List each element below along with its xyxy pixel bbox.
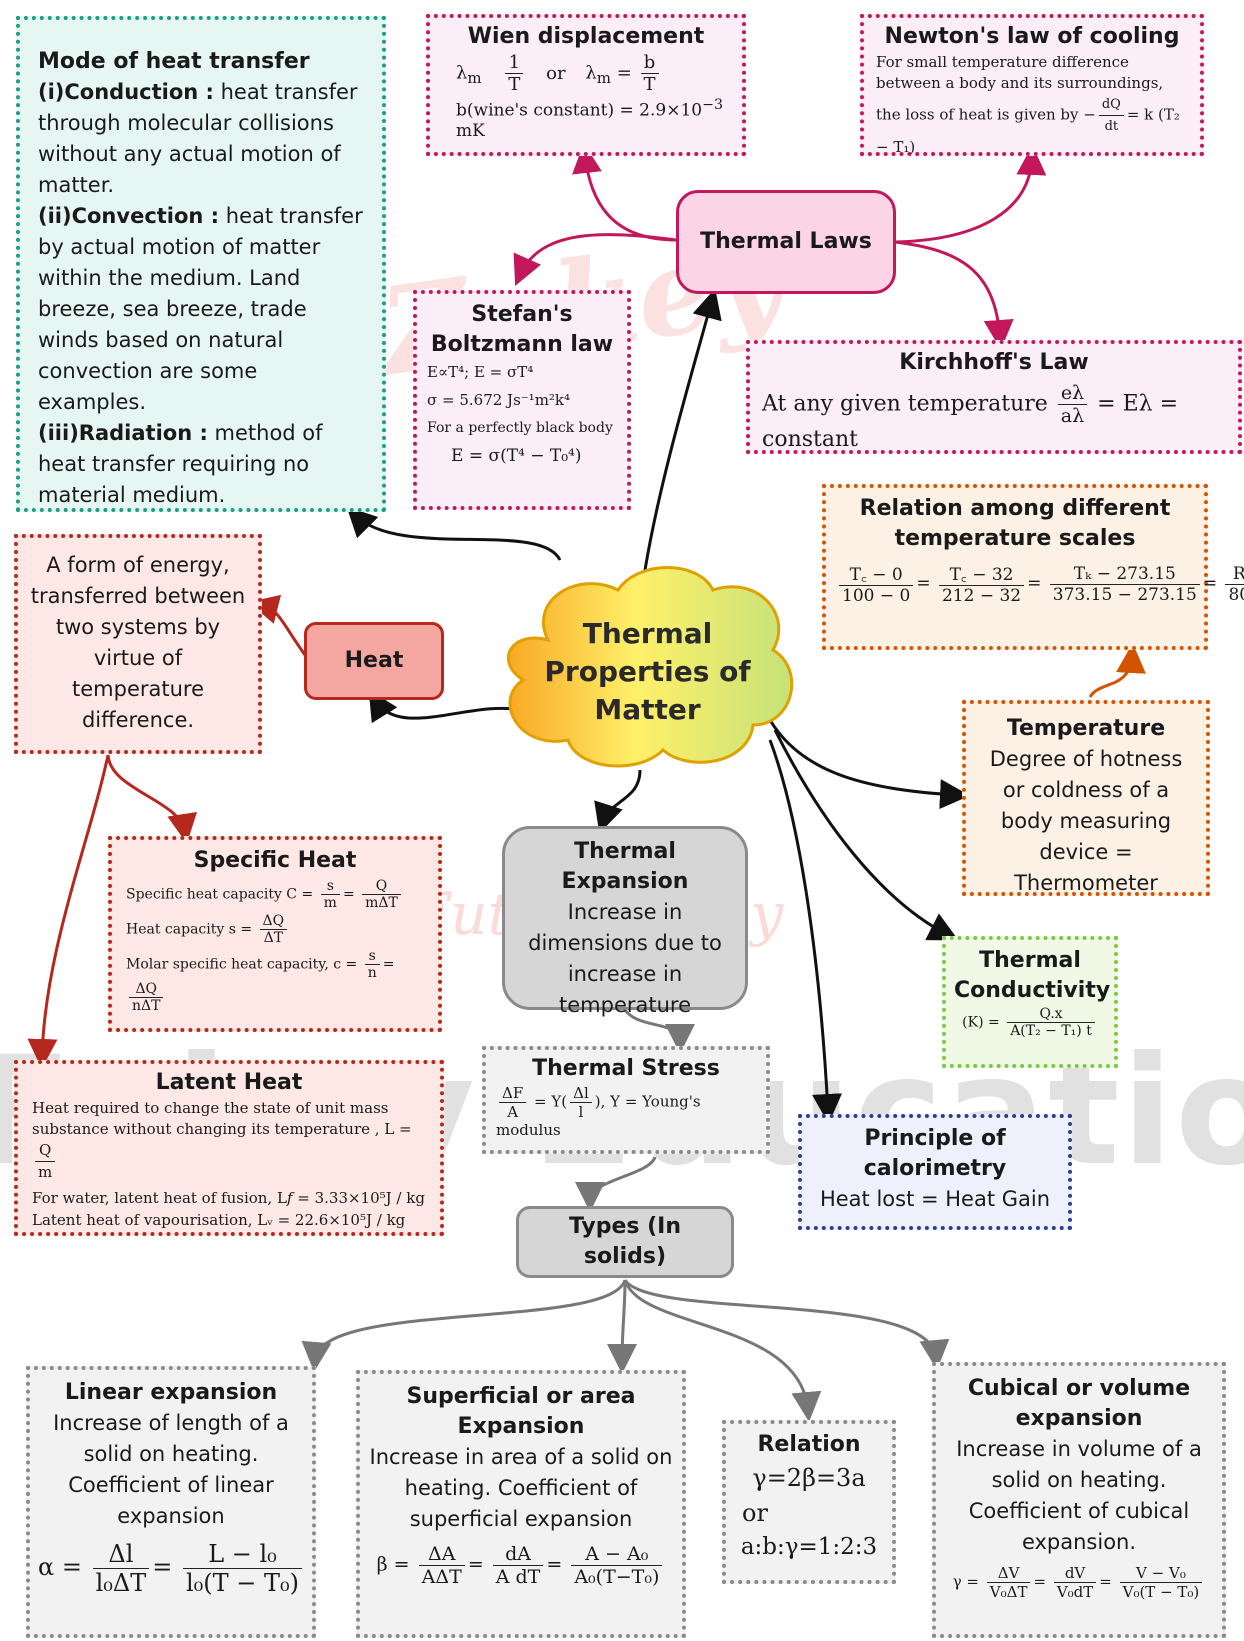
- specific-heat-box: Specific Heat Specific heat capacity C =…: [108, 836, 442, 1032]
- center-cloud: [506, 566, 794, 768]
- cubical-expansion-title: Cubical or volume expansion: [967, 1376, 1191, 1431]
- kirchhoff-box: Kirchhoff's Law At any given temperature…: [746, 340, 1242, 454]
- stefan-box: Stefan's Boltzmann law E∝T⁴; E = σT⁴ σ =…: [413, 290, 631, 510]
- thermal-expansion-title: Thermal Expansion: [561, 839, 689, 894]
- conduction-text: (i)Conduction : heat transfer through mo…: [38, 80, 358, 197]
- temp-scales-title: Relation among different temperature sca…: [859, 496, 1171, 551]
- latent-heat-box: Latent Heat Heat required to change the …: [14, 1060, 444, 1236]
- wien-constant: b(wine's constant) = 2.9×10−3 mK: [456, 97, 723, 141]
- relation-title: Relation: [757, 1432, 861, 1457]
- latent-heat-line-2: For water, latent heat of fusion, L𝑓 = 3…: [32, 1189, 425, 1207]
- newton-text: For small temperature difference between…: [876, 53, 1180, 156]
- superficial-expansion-box: Superficial or area Expansion Increase i…: [356, 1370, 686, 1638]
- latent-heat-line-3: Latent heat of vapourisation, Lᵥ = 22.6×…: [32, 1211, 406, 1229]
- types-node: Types (In solids): [516, 1206, 734, 1278]
- types-label: Types (In solids): [568, 1214, 682, 1269]
- center-title: Thermal Properties of Matter: [544, 617, 751, 726]
- mode-heat-transfer-title: Mode of heat transfer: [38, 49, 310, 74]
- newton-box: Newton's law of cooling For small temper…: [860, 14, 1204, 156]
- stefan-title: Stefan's Boltzmann law: [430, 302, 614, 357]
- radiation-text: (iii)Radiation : method of heat transfer…: [38, 421, 323, 507]
- convection-text: (ii)Convection : heat transfer by actual…: [38, 204, 363, 414]
- latent-heat-line-1: Heat required to change the state of uni…: [32, 1099, 412, 1181]
- relation-line-3: a:b:γ=1:2:3: [740, 1534, 878, 1560]
- calorimetry-text: Heat lost = Heat Gain: [819, 1187, 1051, 1211]
- mode-heat-transfer-box: Mode of heat transfer (i)Conduction : he…: [16, 16, 386, 512]
- temperature-box: Temperature Degree of hotness or coldnes…: [962, 700, 1210, 896]
- temperature-text: Degree of hotness or coldness of a body …: [989, 747, 1183, 895]
- calorimetry-title: Principle of calorimetry: [863, 1126, 1007, 1181]
- thermal-laws-label: Thermal Laws: [700, 229, 872, 254]
- thermal-laws-node: Thermal Laws: [676, 190, 896, 294]
- linear-expansion-title: Linear expansion: [64, 1380, 278, 1405]
- relation-box: Relation γ=2β=3a or a:b:γ=1:2:3: [722, 1420, 896, 1584]
- thermal-stress-title: Thermal Stress: [532, 1056, 720, 1081]
- relation-line-1: γ=2β=3a: [752, 1464, 866, 1492]
- stefan-line-4: E = σ(T⁴ − T₀⁴): [451, 446, 582, 466]
- heat-node: Heat: [304, 622, 444, 700]
- linear-expansion-box: Linear expansion Increase of length of a…: [26, 1366, 316, 1638]
- kirchhoff-title: Kirchhoff's Law: [899, 350, 1089, 375]
- stefan-line-1: E∝T⁴; E = σT⁴: [427, 363, 534, 381]
- wien-title: Wien displacement: [467, 24, 705, 49]
- thermal-expansion-box: Thermal Expansion Increase in dimensions…: [502, 826, 748, 1017]
- stefan-line-3: For a perfectly black body: [427, 420, 613, 436]
- heat-definition-text: A form of energy, transferred between tw…: [30, 553, 246, 732]
- heat-label: Heat: [344, 648, 404, 673]
- temperature-title: Temperature: [1006, 716, 1166, 741]
- latent-heat-title: Latent Heat: [155, 1070, 303, 1095]
- relation-line-2: or: [742, 1499, 768, 1527]
- stefan-line-2: σ = 5.672 Js⁻¹m²k⁴: [427, 391, 571, 409]
- superficial-expansion-title: Superficial or area Expansion: [406, 1384, 636, 1439]
- superficial-expansion-text: Increase in area of a solid on heating. …: [369, 1445, 673, 1531]
- temp-scales-box: Relation among different temperature sca…: [822, 484, 1244, 650]
- cubical-expansion-box: Cubical or volume expansion Increase in …: [932, 1362, 1226, 1638]
- cubical-expansion-text: Increase in volume of a solid on heating…: [956, 1437, 1202, 1554]
- newton-title: Newton's law of cooling: [884, 24, 1180, 49]
- thermal-expansion-text: Increase in dimensions due to increase i…: [528, 900, 722, 1017]
- calorimetry-box: Principle of calorimetry Heat lost = Hea…: [798, 1114, 1072, 1230]
- heat-definition-box: A form of energy, transferred between tw…: [14, 534, 262, 754]
- linear-expansion-text: Increase of length of a solid on heating…: [53, 1411, 289, 1528]
- specific-heat-title: Specific Heat: [193, 848, 357, 873]
- thermal-conductivity-title: Thermal Conductivity: [954, 948, 1111, 1003]
